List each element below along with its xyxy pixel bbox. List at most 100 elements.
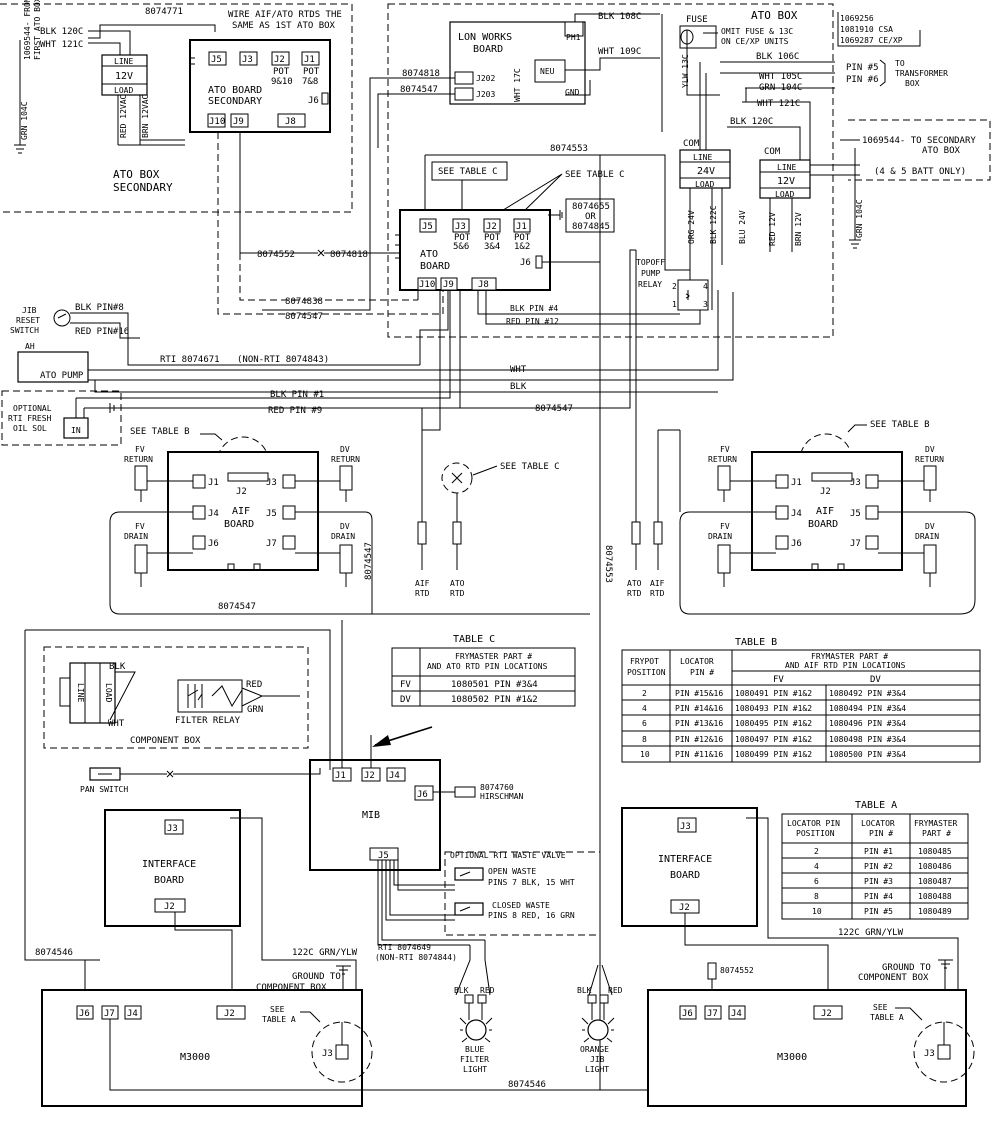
svg-text:ATO: ATO <box>627 579 642 588</box>
open-waste-switch <box>454 867 484 881</box>
table-c: TABLE C FRYMASTER PART # AND ATO RTD PIN… <box>391 634 576 707</box>
svg-text:SECONDARY: SECONDARY <box>208 96 262 107</box>
svg-text:J3: J3 <box>680 822 691 832</box>
svg-text:BOARD: BOARD <box>420 261 450 272</box>
svg-text:J2: J2 <box>364 771 375 781</box>
svg-text:LINE: LINE <box>114 57 133 66</box>
svg-text:PIN #6: PIN #6 <box>846 75 879 85</box>
svg-text:J2: J2 <box>274 55 285 65</box>
orange-jib-light <box>587 1019 609 1041</box>
svg-text:PIN #: PIN # <box>690 668 714 677</box>
indicator-lights: BLK RED BLUE FILTER LIGHT BLK RED ORANGE… <box>454 940 623 1074</box>
svg-text:(4 & 5 BATT ONLY): (4 & 5 BATT ONLY) <box>874 167 966 177</box>
svg-text:BLK: BLK <box>510 382 527 392</box>
svg-text:COMPONENT BOX: COMPONENT BOX <box>256 983 327 993</box>
svg-text:J3: J3 <box>924 1049 935 1059</box>
svg-text:122C GRN/YLW: 122C GRN/YLW <box>292 948 358 958</box>
svg-text:WIRE AIF/ATO RTDS THE: WIRE AIF/ATO RTDS THE <box>228 10 342 20</box>
svg-text:J1: J1 <box>208 478 219 488</box>
svg-text:FRYMASTER PART #: FRYMASTER PART # <box>455 652 532 661</box>
svg-text:GRN 104C: GRN 104C <box>855 199 864 238</box>
table-b: TABLE B FRYPOT POSITION LOCATOR PIN # FR… <box>621 637 981 763</box>
svg-text:1080487: 1080487 <box>918 877 952 886</box>
svg-text:BLK 108C: BLK 108C <box>598 12 641 22</box>
svg-text:1080501 PIN #3&4: 1080501 PIN #3&4 <box>451 680 538 690</box>
svg-text:J7: J7 <box>266 539 277 549</box>
svg-text:FIRST ATO BOX: FIRST ATO BOX <box>33 0 42 60</box>
svg-text:DV: DV <box>340 445 350 454</box>
svg-text:RELAY: RELAY <box>638 280 662 289</box>
svg-text:J9: J9 <box>233 117 244 127</box>
svg-text:SWITCH: SWITCH <box>10 326 39 335</box>
svg-text:RETURN: RETURN <box>708 455 737 464</box>
mid-wiring: 8074552 8074818 8074838 8074547 JIB RESE… <box>1 132 734 446</box>
svg-text:8074546: 8074546 <box>508 1080 546 1090</box>
svg-text:PIN #13&16: PIN #13&16 <box>675 719 723 728</box>
svg-text:WHT: WHT <box>108 719 125 729</box>
svg-text:OMIT FUSE & 13C: OMIT FUSE & 13C <box>721 27 793 36</box>
svg-text:LOAD: LOAD <box>104 683 113 702</box>
svg-text:8074547: 8074547 <box>364 542 374 580</box>
svg-text:J203: J203 <box>476 90 495 99</box>
svg-text:DV: DV <box>925 522 935 531</box>
svg-text:BOARD: BOARD <box>670 870 700 881</box>
svg-text:12V: 12V <box>115 71 133 82</box>
svg-text:10: 10 <box>640 750 650 759</box>
svg-text:GRN 104C: GRN 104C <box>20 101 29 140</box>
svg-text:POT: POT <box>273 67 290 77</box>
ato-box: ATO BOX LON WORKS BOARD PH1 NEU GND WHT … <box>262 3 991 338</box>
svg-text:AH: AH <box>25 342 35 351</box>
svg-text:1080496 PIN #3&4: 1080496 PIN #3&4 <box>829 719 906 728</box>
transformer-12v <box>759 159 811 199</box>
svg-text:1080489: 1080489 <box>918 907 952 916</box>
svg-text:PINS 8 RED, 16 GRN: PINS 8 RED, 16 GRN <box>488 911 575 920</box>
svg-text:LOCATOR: LOCATOR <box>680 657 714 666</box>
svg-text:TABLE A: TABLE A <box>262 1015 296 1024</box>
secondary-transformer <box>101 54 148 96</box>
svg-text:DV: DV <box>870 675 881 685</box>
svg-text:1080486: 1080486 <box>918 862 952 871</box>
aif-board-right-area: SEE TABLE B J1 J2 J3 J4 J5 AIF BOARD J6 … <box>679 420 976 615</box>
svg-text:BOARD: BOARD <box>154 875 184 886</box>
svg-text:INTERFACE: INTERFACE <box>658 854 712 865</box>
svg-text:J6: J6 <box>520 258 531 268</box>
svg-text:J3: J3 <box>242 55 253 65</box>
svg-text:WHT 109C: WHT 109C <box>598 47 641 57</box>
svg-text:24V: 24V <box>697 166 715 177</box>
svg-text:ATO BOX: ATO BOX <box>922 146 961 156</box>
svg-text:1080493 PIN #1&2: 1080493 PIN #1&2 <box>735 704 812 713</box>
svg-text:J4: J4 <box>731 1009 742 1019</box>
svg-text:(NON-RTI 8074843): (NON-RTI 8074843) <box>237 355 329 365</box>
svg-text:SECONDARY: SECONDARY <box>113 181 173 194</box>
svg-text:PAN SWITCH: PAN SWITCH <box>80 785 128 794</box>
m3000-right <box>647 989 967 1107</box>
svg-text:RED PIN #9: RED PIN #9 <box>268 406 322 416</box>
svg-text:BOX: BOX <box>905 79 920 88</box>
svg-text:POT: POT <box>484 233 501 243</box>
mib-area: J1 J2 J4 J6 8074760 HIRSCHMAN MIB J5 PAN… <box>80 620 601 946</box>
svg-text:BLK 120C: BLK 120C <box>40 27 83 37</box>
svg-text:YLW 13C: YLW 13C <box>681 54 690 88</box>
svg-text:WHT 105C: WHT 105C <box>759 72 802 82</box>
svg-text:PIN #3: PIN #3 <box>864 877 893 886</box>
svg-text:SEE TABLE B: SEE TABLE B <box>130 427 190 437</box>
svg-text:J3: J3 <box>266 478 277 488</box>
svg-text:GROUND TO: GROUND TO <box>292 972 341 982</box>
secondary-j5 <box>208 51 227 66</box>
svg-text:TABLE A: TABLE A <box>855 800 897 811</box>
svg-text:BRN 12VAC: BRN 12VAC <box>141 94 150 138</box>
svg-text:J6: J6 <box>308 96 319 106</box>
svg-text:AIF: AIF <box>816 506 834 517</box>
svg-text:J2: J2 <box>224 1009 235 1019</box>
svg-text:GROUND TO: GROUND TO <box>882 963 931 973</box>
svg-text:1080494 PIN #3&4: 1080494 PIN #3&4 <box>829 704 906 713</box>
svg-text:PIN #4: PIN #4 <box>864 892 893 901</box>
svg-text:7&8: 7&8 <box>302 77 318 87</box>
svg-text:J3: J3 <box>455 222 466 232</box>
svg-text:POT: POT <box>514 233 531 243</box>
svg-text:LOCATOR PIN: LOCATOR PIN <box>787 819 840 828</box>
svg-text:RED 12VAC: RED 12VAC <box>119 94 128 138</box>
svg-text:BLK: BLK <box>454 986 469 995</box>
svg-text:M3000: M3000 <box>777 1052 807 1063</box>
